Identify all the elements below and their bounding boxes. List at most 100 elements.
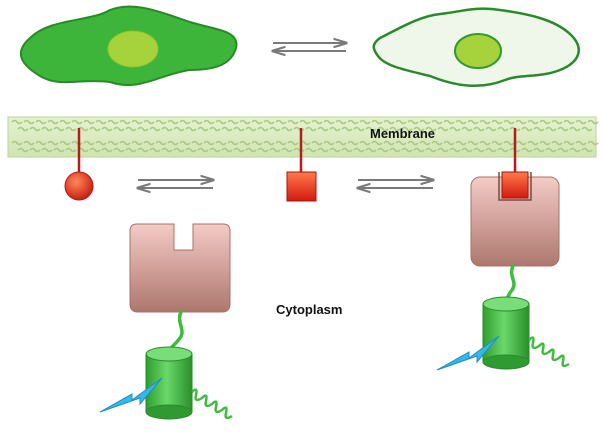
- lightning-icon: [436, 335, 500, 371]
- lipid-tail: [71, 119, 83, 125]
- lipid-tail: [389, 126, 401, 132]
- lipid-tail: [251, 140, 263, 146]
- lipid-tail: [521, 126, 533, 132]
- lipid-tail: [587, 119, 599, 125]
- lipid-tail: [269, 126, 281, 132]
- lightning-icon: [99, 377, 163, 413]
- lipid-tail: [113, 126, 125, 132]
- lipid-tail: [317, 147, 329, 153]
- cytoplasm-label: Cytoplasm: [276, 302, 342, 317]
- lipid-tail: [245, 126, 257, 132]
- lipid-tail: [497, 147, 509, 153]
- lipid-tail: [203, 140, 215, 146]
- lipid-tail: [107, 119, 119, 125]
- lipid-tail: [545, 147, 557, 153]
- lipid-tail: [347, 119, 359, 125]
- lipid-tail: [413, 147, 425, 153]
- lipid-tail: [413, 126, 425, 132]
- lipid-tail: [587, 140, 599, 146]
- lipid-tail: [35, 140, 47, 146]
- lipid-tail: [443, 140, 455, 146]
- lipid-tail: [365, 147, 377, 153]
- lipid-tail: [479, 140, 491, 146]
- lipid-tail: [179, 140, 191, 146]
- lipid-tail: [137, 147, 149, 153]
- lipid-tail: [491, 119, 503, 125]
- lipid-tail: [281, 126, 293, 132]
- lipid-tail: [485, 147, 497, 153]
- lipid-tail: [383, 140, 395, 146]
- lipid-tail: [47, 119, 59, 125]
- cell-dim: [372, 7, 580, 87]
- lipid-tail: [395, 140, 407, 146]
- lipid-tail: [401, 126, 413, 132]
- lipid-tail: [239, 140, 251, 146]
- lipid-tail: [479, 119, 491, 125]
- lipid-tail: [167, 140, 179, 146]
- lipid-tail: [143, 119, 155, 125]
- lipid-tail: [551, 140, 563, 146]
- lipid-tail: [335, 140, 347, 146]
- lipid-tail: [233, 126, 245, 132]
- lipid-tail: [575, 119, 587, 125]
- linker-left: [166, 310, 184, 354]
- lipid-tail: [329, 147, 341, 153]
- lipid-tail: [287, 140, 299, 146]
- lipid-tail: [131, 119, 143, 125]
- lipid-tail: [257, 147, 269, 153]
- lipid-tail: [335, 119, 347, 125]
- lipid-tail: [101, 147, 113, 153]
- lipid-tail: [233, 147, 245, 153]
- lipid-tail: [299, 119, 311, 125]
- lipid-tail: [161, 147, 173, 153]
- lipid-tail: [239, 119, 251, 125]
- lipid-tail: [215, 140, 227, 146]
- lipid-tail: [83, 140, 95, 146]
- lipid-tail: [557, 147, 569, 153]
- lipid-tail: [269, 147, 281, 153]
- lipid-tail: [29, 147, 41, 153]
- lipid-tail: [419, 119, 431, 125]
- lipid-tail: [143, 140, 155, 146]
- lipid-tail: [485, 126, 497, 132]
- lipid-tail: [83, 119, 95, 125]
- lipid-tail: [395, 119, 407, 125]
- double-arrow-icon: [358, 180, 433, 188]
- lipid-tail: [497, 126, 509, 132]
- lipid-tail: [41, 147, 53, 153]
- lipid-tail: [353, 147, 365, 153]
- lipid-tail: [65, 126, 77, 132]
- lipid-tail: [167, 119, 179, 125]
- lipid-tail: [245, 147, 257, 153]
- lipid-tail: [11, 140, 23, 146]
- lipid-tail: [35, 119, 47, 125]
- lipid-tail: [287, 119, 299, 125]
- lipid-tail: [59, 119, 71, 125]
- lipid-tail: [293, 126, 305, 132]
- lipid-tail: [491, 140, 503, 146]
- lipid-tail: [503, 119, 515, 125]
- lipid-tail: [95, 140, 107, 146]
- lipid-tail: [311, 140, 323, 146]
- spring-wave-icon: [528, 336, 570, 368]
- lipid-tail: [563, 140, 575, 146]
- reporter-cylinder-left: [145, 346, 193, 420]
- lipid-tail: [197, 147, 209, 153]
- lipid-tail: [545, 126, 557, 132]
- lipid-tail: [473, 147, 485, 153]
- lipid-tail: [515, 119, 527, 125]
- lipid-tail: [305, 126, 317, 132]
- lipid-tail: [443, 119, 455, 125]
- lipid-tail: [23, 140, 35, 146]
- lipid-tail: [437, 126, 449, 132]
- lipid-tail: [449, 126, 461, 132]
- lipid-tail: [371, 140, 383, 146]
- anchor-sphere: [64, 128, 94, 201]
- lipid-tail: [323, 119, 335, 125]
- lipid-tail: [137, 126, 149, 132]
- lipid-tail: [359, 140, 371, 146]
- lipid-tail: [95, 119, 107, 125]
- lipid-tail: [341, 126, 353, 132]
- lipid-tail: [221, 126, 233, 132]
- lipid-tail: [425, 126, 437, 132]
